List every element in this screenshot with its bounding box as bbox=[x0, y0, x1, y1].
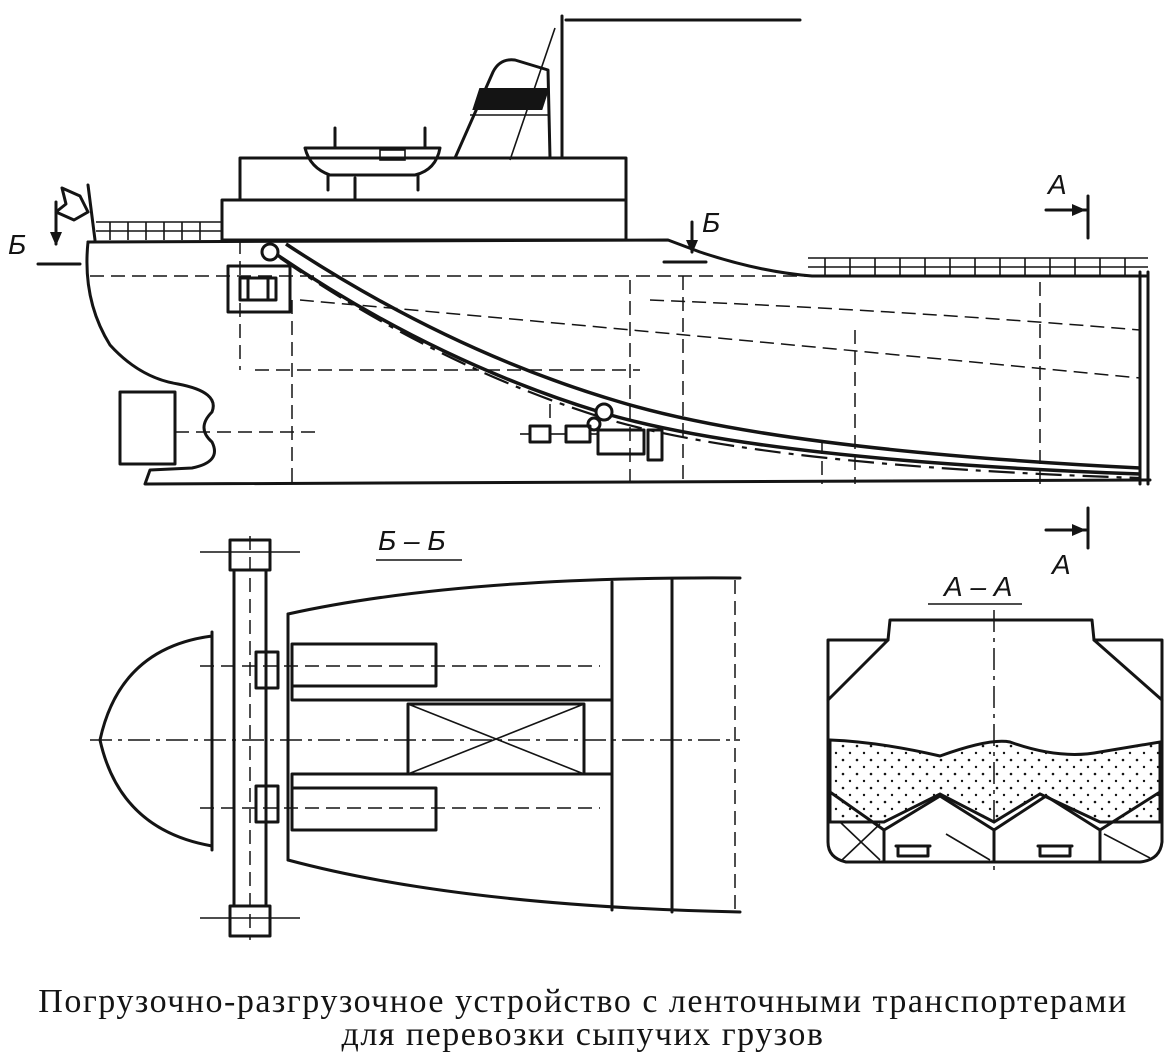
caption-line-1: Погрузочно-разгрузочное устройство с лен… bbox=[38, 983, 1128, 1020]
section-aa-view: А – А bbox=[826, 571, 1164, 870]
section-marker-b-left: Б bbox=[8, 200, 82, 266]
caption-line-2: для перевозки сыпучих грузов bbox=[341, 1016, 825, 1053]
section-marker-a-top: А bbox=[1044, 169, 1090, 240]
conveyor-belt bbox=[260, 242, 1141, 480]
hull-internal-lines bbox=[90, 240, 1141, 484]
railing-stern bbox=[808, 257, 1148, 276]
side-elevation: Б Б А А bbox=[8, 14, 1152, 580]
label-b-mid: Б bbox=[702, 207, 720, 238]
bulk-cargo bbox=[828, 738, 1162, 824]
label-a-top: А bbox=[1046, 169, 1067, 200]
flag-icon bbox=[54, 183, 97, 242]
drive-unit-upper bbox=[226, 264, 292, 314]
lifeboat bbox=[303, 126, 442, 202]
section-marker-b-mid: Б bbox=[662, 207, 720, 264]
section-aa-title: А – А bbox=[942, 571, 1012, 602]
funnel bbox=[453, 58, 552, 160]
label-b-left: Б bbox=[8, 229, 26, 260]
section-marker-a-bottom: А bbox=[1044, 506, 1090, 580]
section-bb-title: Б – Б bbox=[378, 525, 446, 556]
label-a-bottom: А bbox=[1050, 549, 1071, 580]
railing-bow bbox=[96, 221, 222, 240]
section-bb-view: Б – Б bbox=[90, 525, 742, 940]
mast bbox=[509, 14, 802, 161]
drive-unit-lower bbox=[520, 424, 664, 462]
